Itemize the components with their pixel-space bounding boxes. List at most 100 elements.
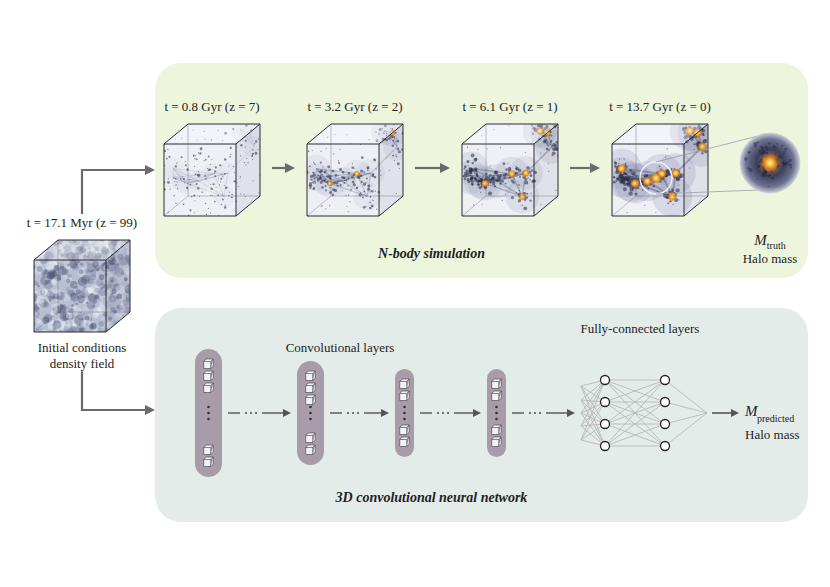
density-fluctuation [28, 292, 38, 302]
matter-particle [525, 178, 528, 181]
neuron [661, 376, 670, 385]
matter-particle [225, 187, 228, 190]
density-fluctuation [47, 271, 55, 279]
matter-particle [766, 152, 768, 154]
cosmic-filament [224, 173, 228, 196]
density-fluctuation [60, 266, 64, 270]
density-fluctuation [90, 285, 99, 294]
matter-particle [608, 122, 609, 123]
matter-particle [489, 174, 492, 177]
matter-particle [494, 171, 497, 174]
matter-particle [526, 193, 528, 195]
matter-particle [321, 206, 322, 207]
density-fluctuation [66, 312, 72, 318]
matter-particle [659, 166, 661, 168]
density-fluctuation [71, 293, 77, 299]
matter-particle [215, 166, 217, 168]
simulation-snapshot: t = 0.8 Gyr (z = 7) [152, 98, 272, 220]
matter-particle [325, 189, 327, 191]
matter-particle [523, 206, 527, 210]
density-fluctuation [27, 263, 34, 270]
cube-edge [34, 240, 130, 332]
matter-particle [475, 170, 477, 172]
matter-particle [514, 178, 515, 179]
dense-connection [605, 380, 665, 424]
matter-particle [224, 185, 225, 186]
matter-particle [776, 147, 777, 148]
matter-particle [473, 204, 474, 205]
neuron [601, 442, 610, 451]
matter-particle [477, 149, 478, 150]
density-field [27, 232, 139, 336]
matter-particle [185, 164, 187, 166]
halo-glow [650, 172, 662, 184]
cube-side-face [684, 124, 708, 216]
matter-particle [201, 191, 203, 193]
matter-particle [760, 146, 762, 148]
matter-particle [505, 194, 506, 195]
matter-particle [663, 180, 664, 181]
density-fluctuation [123, 326, 131, 334]
matter-particle [372, 200, 373, 201]
matter-particle [191, 196, 192, 197]
density-fluctuation [48, 233, 54, 239]
matter-particle [783, 151, 784, 152]
matter-particle [614, 162, 617, 165]
matter-particle [184, 182, 185, 183]
density-fluctuation [47, 241, 50, 244]
cube-back-edge [164, 124, 260, 216]
matter-particle [272, 126, 274, 128]
density-fluctuation [39, 247, 43, 251]
matter-particle [363, 206, 366, 209]
neuron [661, 442, 670, 451]
neuron [601, 398, 610, 407]
matter-particle [193, 194, 195, 196]
ellipsis-dot [245, 412, 247, 414]
matter-particle [198, 171, 199, 172]
matter-particle [474, 168, 477, 171]
matter-particle [371, 175, 374, 178]
matter-particle [757, 157, 758, 158]
output-caption: Halo mass [745, 428, 800, 443]
matter-particle [516, 167, 519, 170]
matter-particle [325, 181, 327, 183]
dense-connection [605, 380, 665, 446]
matter-particle [194, 212, 195, 213]
cube-back-edge [34, 240, 130, 332]
matter-particle [768, 142, 770, 144]
matter-particle [314, 183, 315, 184]
matter-particle [206, 178, 207, 179]
conv-layer-pill [487, 369, 506, 457]
mass-symbol: truth [767, 240, 786, 251]
matter-particle [500, 147, 501, 148]
density-fluctuation [96, 268, 100, 272]
dense-connection [665, 380, 707, 413]
feature-map-icon [492, 425, 502, 435]
layer-arrow [546, 412, 567, 414]
matter-particle [671, 189, 674, 192]
matter-particle [310, 179, 311, 180]
matter-particle [229, 192, 230, 193]
matter-particle [283, 124, 284, 125]
ellipsis-dot [529, 412, 531, 414]
dense-connection [605, 402, 665, 446]
density-cube [22, 232, 142, 336]
matter-particle [317, 171, 318, 172]
matter-particle [173, 195, 175, 197]
density-fluctuation [80, 262, 84, 266]
density-fluctuation [66, 279, 70, 283]
matter-particle [744, 157, 747, 160]
matter-particle [675, 188, 679, 192]
matter-particle [234, 172, 235, 173]
density-fluctuation [30, 333, 33, 336]
feature-map-icon [306, 395, 316, 405]
matter-particle [349, 201, 350, 202]
matter-particle [482, 204, 483, 205]
matter-particle [183, 219, 184, 220]
matter-particle [333, 153, 334, 154]
dense-connection [581, 380, 605, 440]
matter-particle [352, 181, 355, 184]
density-fluctuation [54, 265, 60, 271]
matter-particle [326, 148, 327, 149]
matter-particle [631, 171, 636, 176]
